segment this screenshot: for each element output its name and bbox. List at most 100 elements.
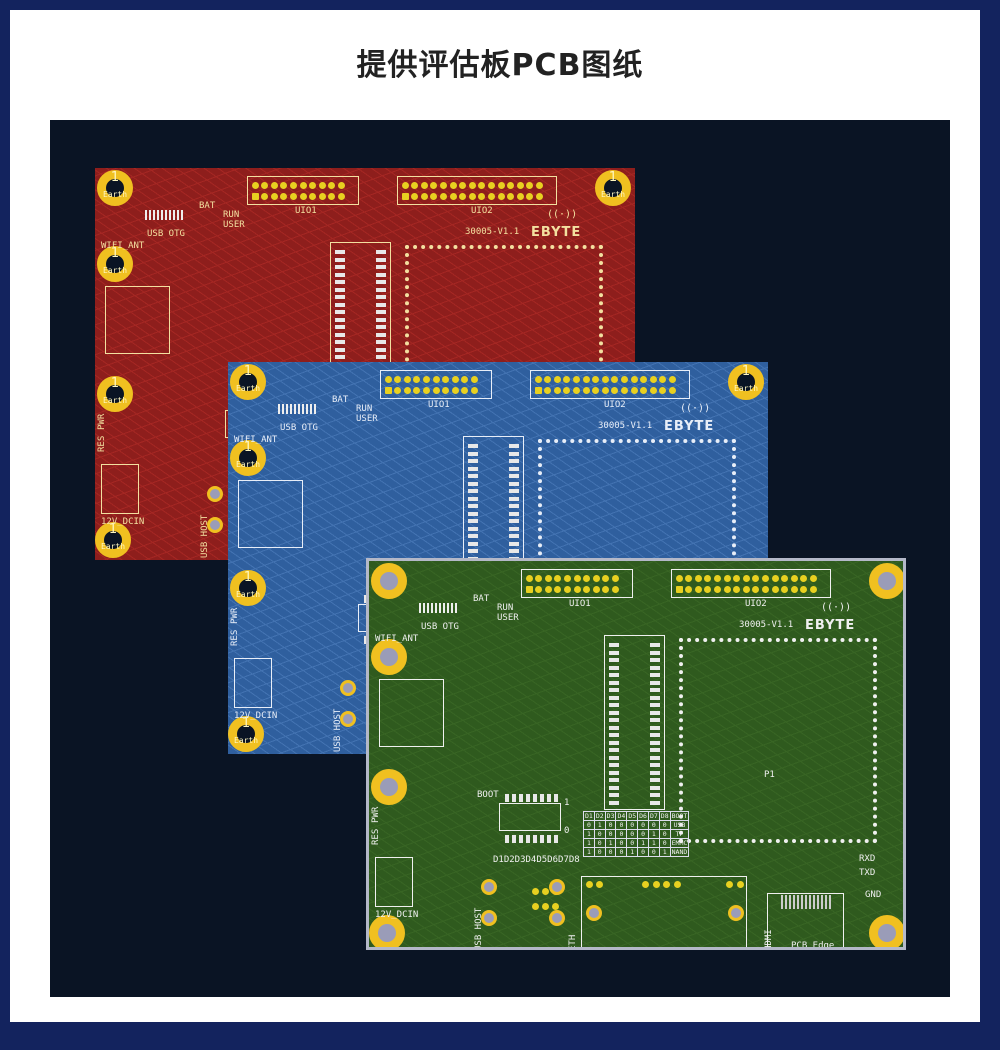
header-pin xyxy=(752,585,760,593)
hole-earth-label: Earth xyxy=(733,384,759,393)
header-pin xyxy=(422,375,430,383)
connector-pad xyxy=(509,496,519,501)
header-pin xyxy=(592,375,600,383)
silkscreen-label-uio2: UIO2 xyxy=(471,206,493,216)
connector-pad xyxy=(609,755,619,760)
header-pin xyxy=(611,386,619,394)
connector-pad xyxy=(335,257,345,262)
dip-pad xyxy=(547,794,551,802)
connector-pad xyxy=(376,272,386,277)
header-pin xyxy=(611,375,619,383)
boot-table-cell: 0 xyxy=(658,829,671,839)
connector-pad xyxy=(650,718,660,722)
connector-pad xyxy=(509,466,519,471)
connector-pad xyxy=(609,710,619,715)
header-pin xyxy=(442,375,450,383)
boot-table-cell: D4 xyxy=(615,811,628,821)
header-pin xyxy=(535,192,543,200)
hole-earth-label: Earth xyxy=(235,384,261,393)
mount-pad xyxy=(207,486,223,502)
header-pin xyxy=(507,181,515,189)
connector-pad xyxy=(609,800,619,805)
connector-pad xyxy=(468,489,478,493)
dip-pad xyxy=(512,835,516,843)
header-pin xyxy=(771,585,779,593)
header-pin xyxy=(420,192,428,200)
header-pin xyxy=(534,386,542,394)
silkscreen-label-version: 30005-V1.1 xyxy=(598,421,653,431)
header-pin xyxy=(289,192,297,200)
header-pin xyxy=(611,574,619,582)
dip-pad xyxy=(519,794,523,802)
mounting-hole xyxy=(371,563,407,599)
wifi-signal-icon: ((·)) xyxy=(680,403,711,414)
boot-table-cell: 0 xyxy=(658,820,671,830)
boot-table-cell: D2 xyxy=(593,811,606,821)
silkscreen-label-wifi_ant: WIFI_ANT xyxy=(101,241,145,251)
connector-pad xyxy=(509,549,519,553)
silkscreen-label-res: RES xyxy=(371,828,381,845)
hole-number: 1 xyxy=(243,440,253,455)
boot-table-cell: EMMC xyxy=(669,838,690,848)
through-hole-pad xyxy=(541,887,549,895)
connector-pad xyxy=(609,785,619,790)
header-pin xyxy=(394,375,402,383)
silkscreen-label-version: 30005-V1.1 xyxy=(739,620,794,630)
header-pin xyxy=(694,574,702,582)
header-pin xyxy=(713,585,721,593)
connector-pad xyxy=(509,519,519,523)
header-pin xyxy=(337,181,345,189)
boot-table-cell: 0 xyxy=(626,820,639,830)
connector-pad xyxy=(650,710,660,715)
header-pin xyxy=(411,181,419,189)
connector-pad xyxy=(609,793,619,797)
connector-pad xyxy=(609,733,619,737)
connector-pad xyxy=(335,272,345,277)
silkscreen-label-dcin: 12V_DCIN xyxy=(101,517,145,527)
header-pin xyxy=(781,585,789,593)
connector-pad xyxy=(650,643,660,647)
wifi-signal-icon: ((·)) xyxy=(821,602,852,613)
connector-pad xyxy=(609,688,619,692)
header-pin xyxy=(468,192,476,200)
through-hole-pad xyxy=(531,887,539,895)
connector-pad xyxy=(468,444,478,448)
silkscreen-label-dip_labels: D1D2D3D4D5D6D7D8 xyxy=(493,855,580,865)
dip-pad xyxy=(505,794,509,802)
connector-pad xyxy=(376,295,386,299)
wifi-signal-icon: ((·)) xyxy=(547,209,578,220)
header-pin xyxy=(534,375,542,383)
silkscreen-label-bat: BAT xyxy=(332,395,349,405)
hole-number: 1 xyxy=(110,376,120,391)
header-pin xyxy=(309,181,317,189)
connector-pad xyxy=(609,665,619,670)
connector-pad xyxy=(509,504,519,508)
header-pin xyxy=(544,375,552,383)
header-pin xyxy=(573,574,581,582)
header-pin xyxy=(430,192,438,200)
mount-pad xyxy=(340,680,356,696)
header-pin xyxy=(299,181,307,189)
connector-pad xyxy=(335,287,345,292)
silkscreen-label-version: 30005-V1.1 xyxy=(465,227,520,237)
dcin-outline xyxy=(101,464,139,514)
header-pin xyxy=(685,585,693,593)
silkscreen-label-bat: BAT xyxy=(199,201,216,211)
hole-number: 1 xyxy=(110,246,120,261)
silkscreen-label-dip_one: 1 xyxy=(564,798,570,808)
connector-pad xyxy=(609,673,619,677)
hole-earth-label: Earth xyxy=(102,266,128,275)
header-pin xyxy=(337,192,345,200)
silkscreen-label-usb_host: USB HOST xyxy=(474,907,484,950)
header-pin xyxy=(761,574,769,582)
hole-earth-label: Earth xyxy=(100,542,126,551)
connector-pad xyxy=(650,665,660,670)
header-pin xyxy=(439,181,447,189)
silkscreen-label-usb_otg: USB OTG xyxy=(421,622,459,632)
connector-pad xyxy=(509,451,519,456)
connector-pad xyxy=(609,770,619,775)
boot-table-cell: D1 xyxy=(583,811,595,821)
